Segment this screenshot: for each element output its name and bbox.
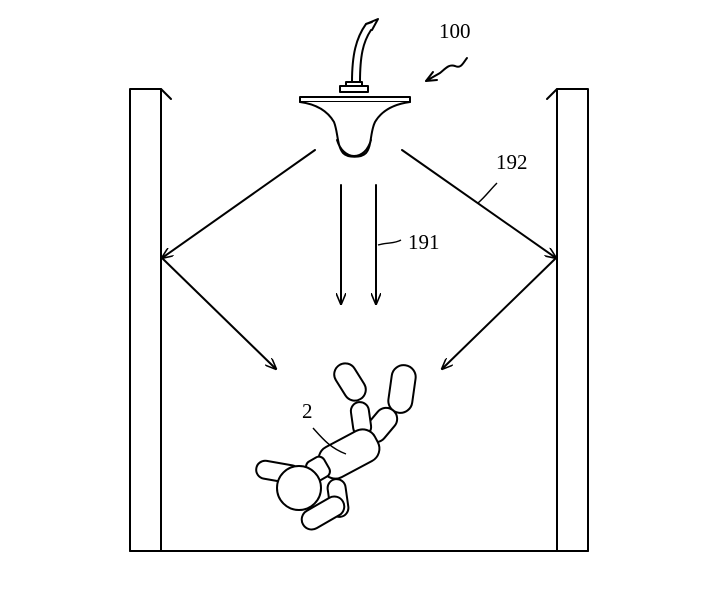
label-192: 192 <box>496 150 528 174</box>
right-wall <box>546 88 589 552</box>
right-forearm <box>387 364 417 414</box>
reflected-bounce-arrow-left <box>161 257 276 369</box>
leader-lines <box>312 57 498 455</box>
leader-2 <box>312 427 347 455</box>
person-figure <box>255 362 417 531</box>
label-100: 100 <box>439 19 471 43</box>
reflected-light-right <box>401 149 557 369</box>
left-forearm <box>333 362 367 402</box>
head <box>276 465 322 511</box>
lower-limb-lower <box>300 495 346 531</box>
leader-100 <box>425 57 468 82</box>
reflected-incident-arrow-left <box>162 149 316 258</box>
label-2: 2 <box>302 399 313 423</box>
reflected-bounce-arrow-right <box>442 257 557 369</box>
reflected-incident-arrow-right <box>401 149 556 258</box>
leader-192 <box>477 182 498 204</box>
mounting-plate <box>299 96 411 103</box>
left-wall <box>129 88 172 552</box>
label-191: 191 <box>408 230 440 254</box>
leader-191 <box>377 239 402 246</box>
ceiling-device <box>299 18 411 158</box>
direct-light-arrows <box>341 184 376 305</box>
reflected-light-left <box>161 149 316 369</box>
lamp-housing <box>299 101 411 158</box>
